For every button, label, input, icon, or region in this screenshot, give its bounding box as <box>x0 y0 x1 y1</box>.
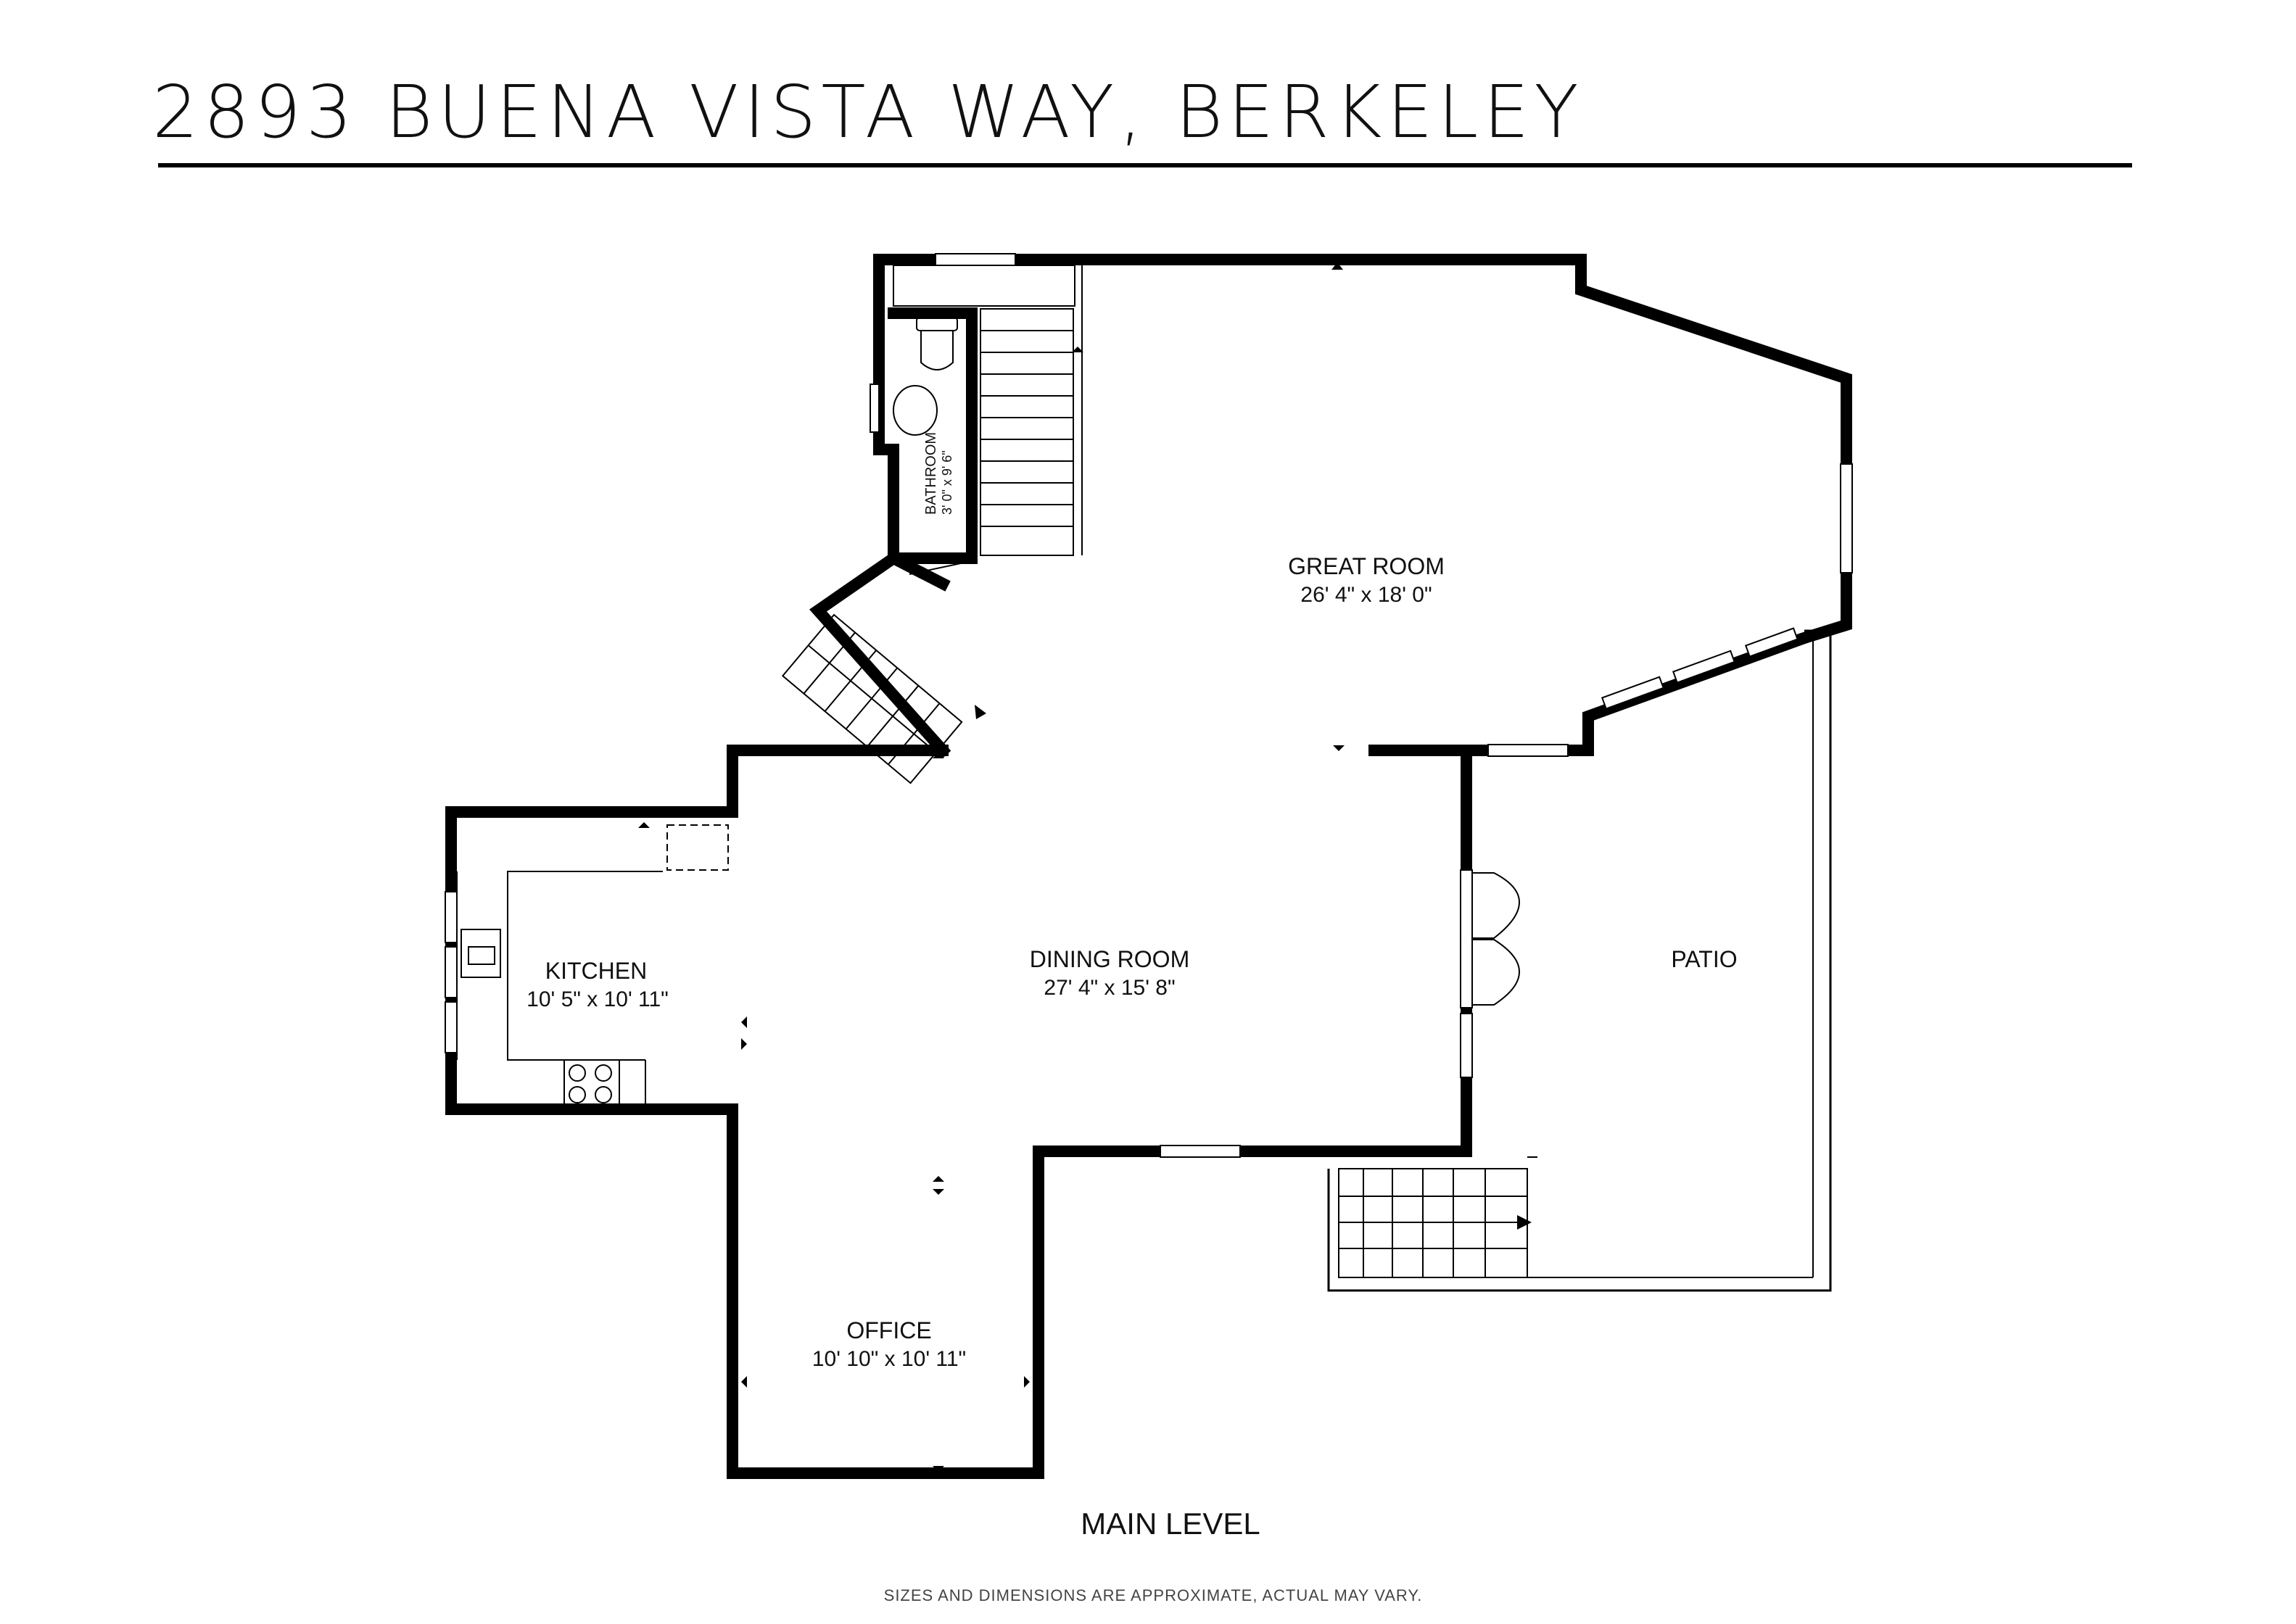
stove-burners <box>569 1064 612 1103</box>
window-kitchen-1 <box>445 891 458 943</box>
bath-sink <box>893 385 938 436</box>
patio-stair-arrow <box>1517 1215 1532 1230</box>
dining-room-label: DINING ROOM <box>1030 946 1189 972</box>
window-kitchen-2 <box>445 946 458 998</box>
window-dining-east <box>1460 1013 1473 1078</box>
bathroom-label: BATHROOM <box>923 432 939 515</box>
refrigerator-space <box>666 824 729 871</box>
kitchen-sink <box>461 929 501 978</box>
stair-arrow <box>975 705 986 719</box>
french-door-frame <box>1460 869 1473 1008</box>
kitchen-dims: 10' 5" x 10' 11" <box>526 987 669 1011</box>
angled-stairs <box>781 613 963 784</box>
great-room-label: GREAT ROOM <box>1288 553 1445 579</box>
window-east <box>1840 463 1853 573</box>
great-room-dims: 26' 4" x 18' 0" <box>1300 583 1432 607</box>
window-dining-bottom <box>1160 1145 1241 1158</box>
angled-stair-wall <box>809 550 951 759</box>
french-door-swing-2 <box>1472 939 1520 1006</box>
bath-door-swing <box>909 552 970 575</box>
patio-label: PATIO <box>1671 946 1737 972</box>
exterior-wall-main <box>445 254 1852 1479</box>
bath-window <box>870 384 880 433</box>
window-kitchen-3 <box>445 1001 458 1053</box>
patio-outline <box>1327 629 1832 1292</box>
french-door-swing-1 <box>1472 872 1520 939</box>
bathroom-dims: 3' 0" x 9' 6" <box>940 450 954 515</box>
window-angled-1 <box>1601 676 1664 710</box>
window-angled-3 <box>1744 627 1799 658</box>
kitchen-label: KITCHEN <box>545 958 647 984</box>
window-top <box>935 253 1016 266</box>
dining-room-dims: 27' 4" x 15' 8" <box>1044 976 1175 1000</box>
toilet-bowl <box>920 331 954 370</box>
property-address-title: 2893 BUENA VISTA WAY, BERKELEY <box>152 70 1584 154</box>
dimension-markers <box>638 262 1598 1472</box>
window-patio-top <box>1487 744 1569 757</box>
bath-enclosure <box>893 265 1075 307</box>
straight-stair-treads <box>980 330 1073 527</box>
toilet-tank <box>916 317 958 331</box>
kitchen-sink-basin <box>468 946 495 965</box>
straight-stairs <box>980 308 1074 556</box>
disclaimer-text: SIZES AND DIMENSIONS ARE APPROXIMATE, AC… <box>884 1586 1423 1604</box>
stove <box>563 1059 620 1107</box>
level-label: MAIN LEVEL <box>1081 1507 1260 1541</box>
office-dims: 10' 10" x 10' 11" <box>812 1347 966 1371</box>
office-label: OFFICE <box>846 1317 931 1343</box>
window-angled-2 <box>1672 650 1735 684</box>
